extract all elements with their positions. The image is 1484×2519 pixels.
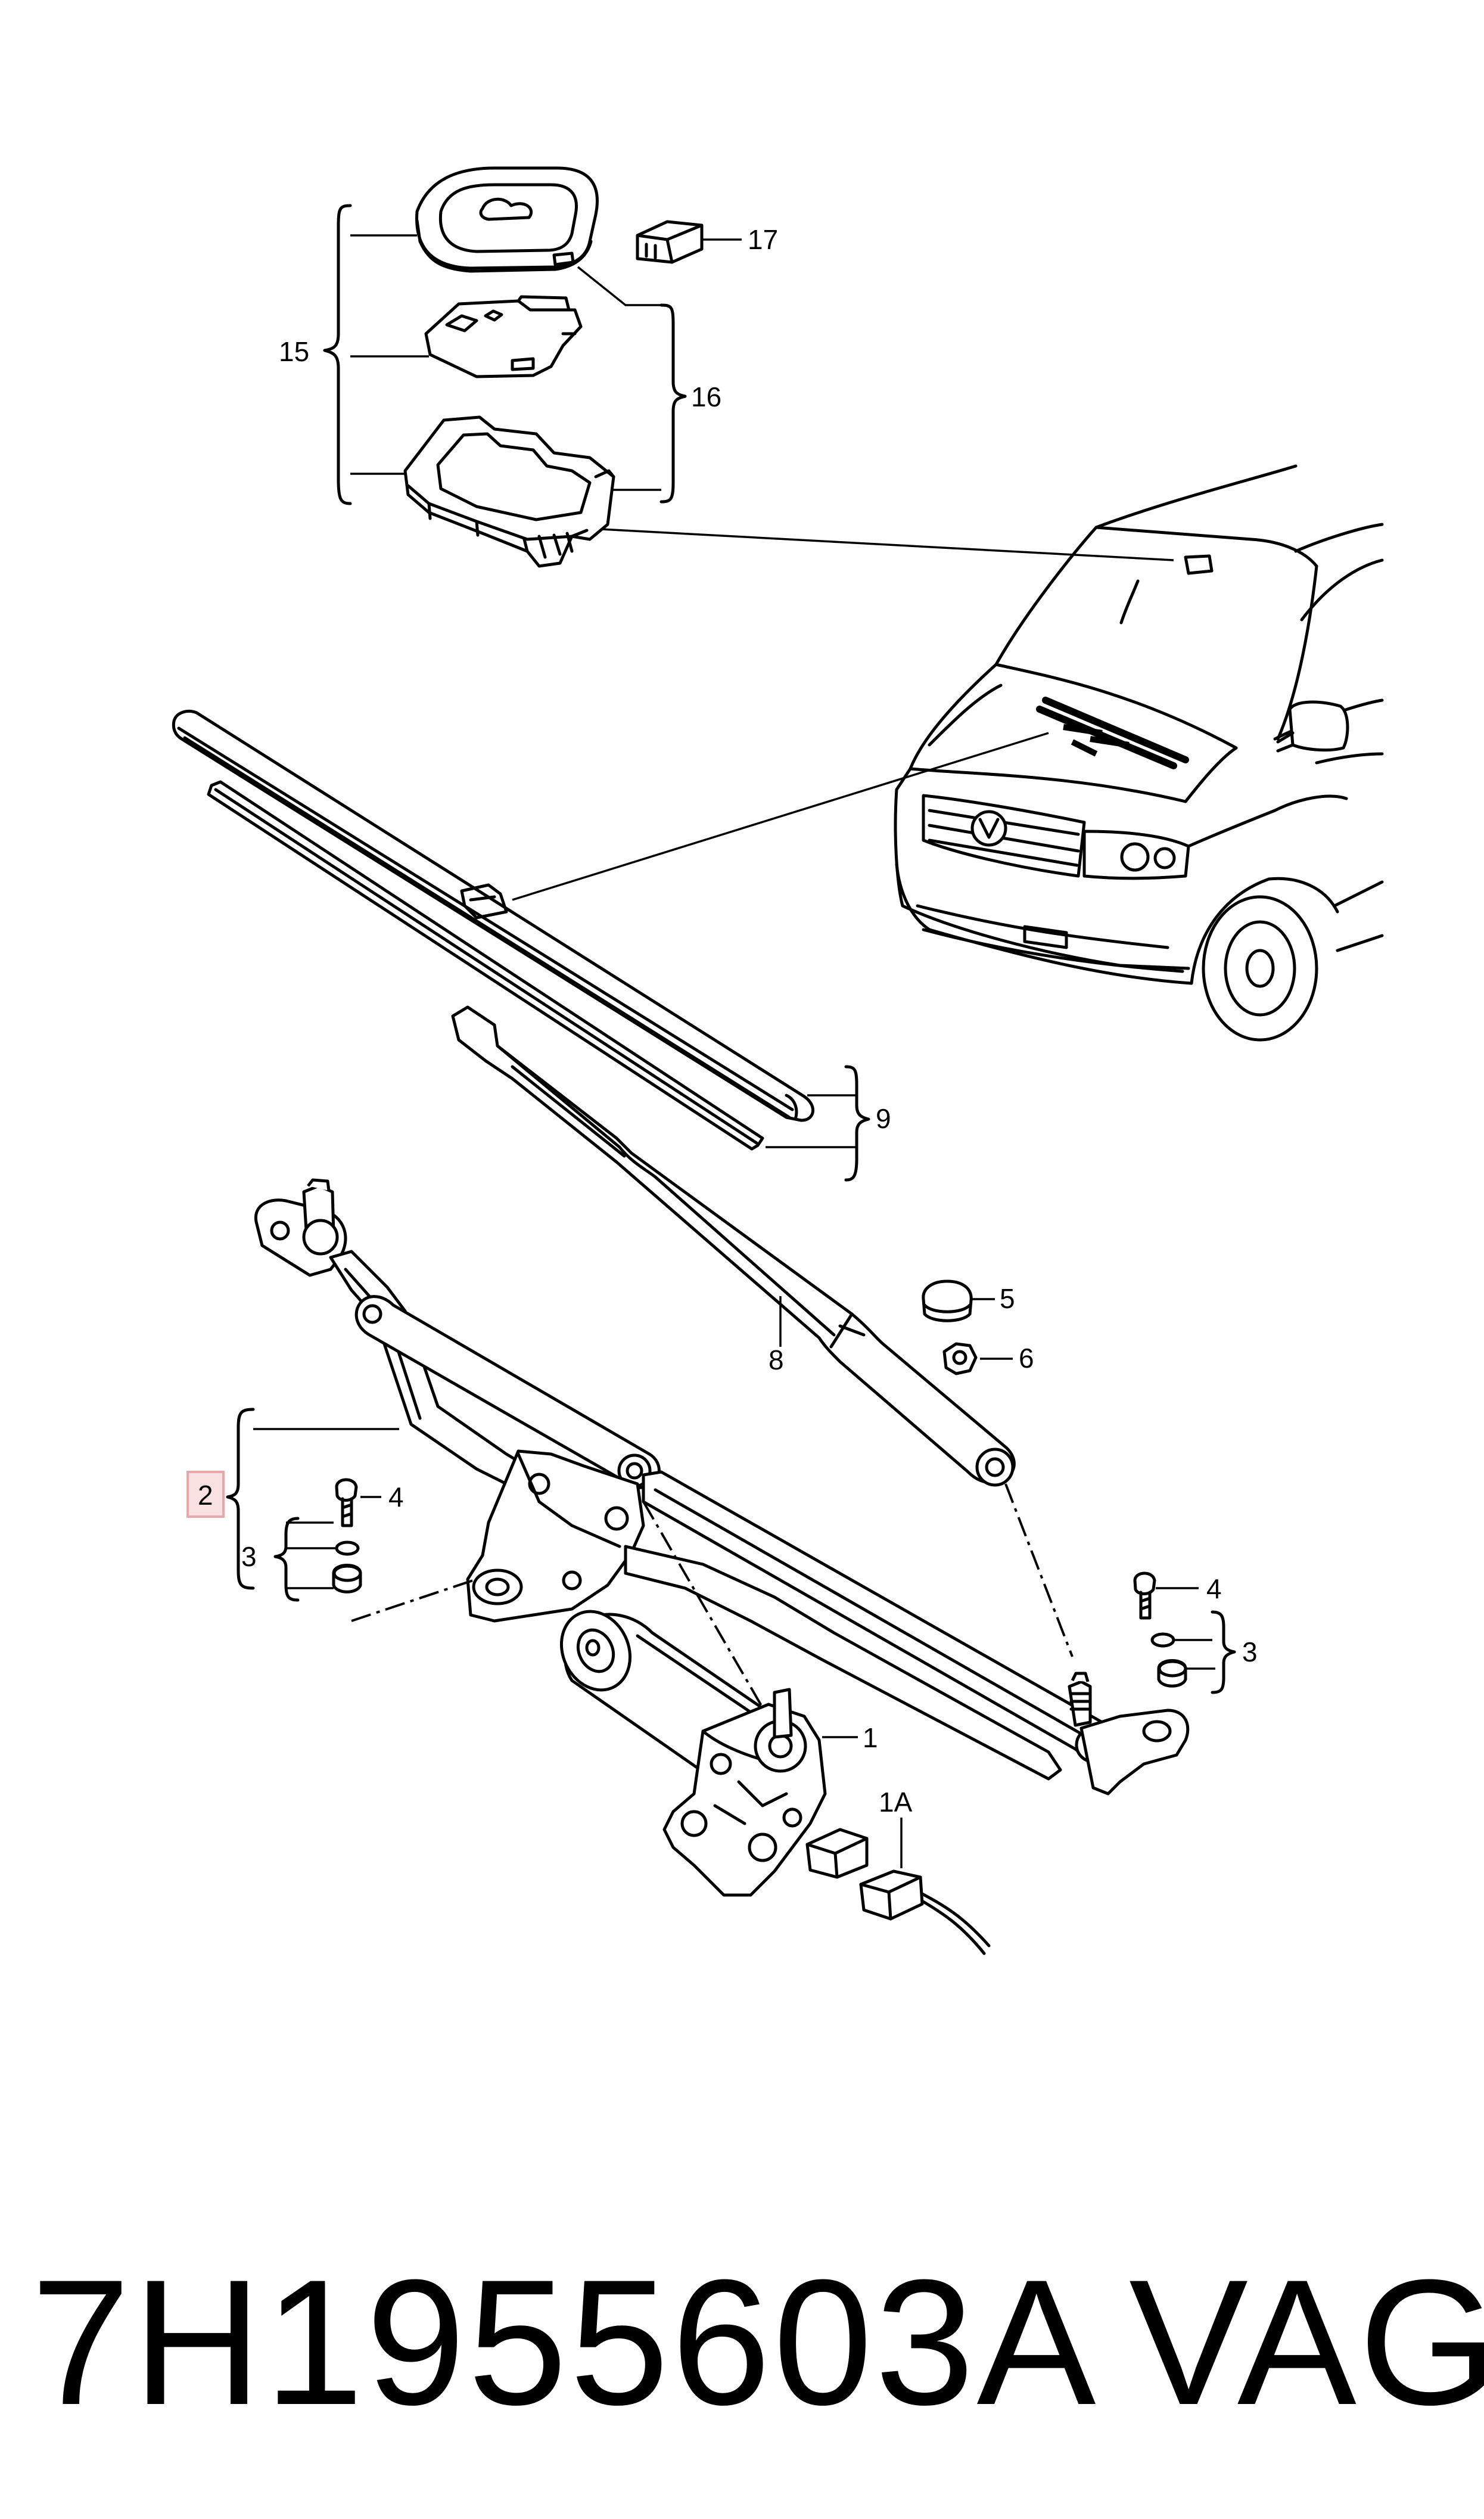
callout-9: 9 [876, 1103, 891, 1134]
wiper-system-exploded-diagram: 15 16 17 9 8 5 6 4 3 2 4 3 1 1A [172, 166, 1384, 1955]
wiper-blade-9 [172, 710, 870, 1182]
bracket-2 [226, 1408, 255, 1590]
bracket-15 [323, 204, 352, 505]
callout-1a: 1A [879, 1787, 913, 1818]
callout-3-left: 3 [241, 1541, 257, 1572]
callout-8: 8 [769, 1344, 784, 1375]
callout-16: 16 [691, 381, 721, 412]
nut-6 [942, 1342, 1013, 1375]
connector-1a [859, 1818, 991, 1955]
callout-4-left: 4 [388, 1481, 404, 1512]
sensor-housing [403, 415, 615, 568]
sensor-to-windshield-leader [601, 528, 1174, 561]
bracket-16 [659, 303, 687, 504]
highlight-box-2 [186, 1471, 225, 1518]
wiper-linkage-2 [254, 1178, 1190, 1796]
callout-4-right: 4 [1206, 1573, 1222, 1604]
wiper-motor-1 [559, 1610, 869, 1897]
sensor-circuit-board [424, 295, 583, 378]
wiper-arm-8 [451, 1005, 1074, 1657]
part-number: 7H1955603A [31, 2242, 1099, 2442]
bolt-set-right [1133, 1571, 1236, 1694]
front-wheel [1202, 895, 1318, 1042]
sensor-cover [415, 166, 599, 273]
callout-3-right: 3 [1242, 1636, 1258, 1667]
cap-5 [922, 1279, 995, 1322]
callout-5: 5 [1000, 1283, 1015, 1314]
blade-to-van-leader [512, 732, 1049, 901]
callout-17: 17 [748, 224, 778, 255]
callout-1: 1 [863, 1722, 878, 1753]
callout-2: 2 [198, 1480, 213, 1511]
brand-name: VAG [1129, 2242, 1484, 2442]
vw-logo-icon [970, 810, 1007, 847]
connector-17 [636, 220, 704, 264]
footer: 7H1955603A VAG [0, 2193, 1484, 2503]
van-illustration [512, 464, 1384, 1042]
bolt-set-left [273, 1478, 381, 1602]
rain-sensor-assembly [323, 166, 1174, 568]
callout-6: 6 [1019, 1343, 1034, 1374]
callout-15: 15 [279, 336, 309, 367]
windshield-rain-sensor [1184, 554, 1214, 575]
